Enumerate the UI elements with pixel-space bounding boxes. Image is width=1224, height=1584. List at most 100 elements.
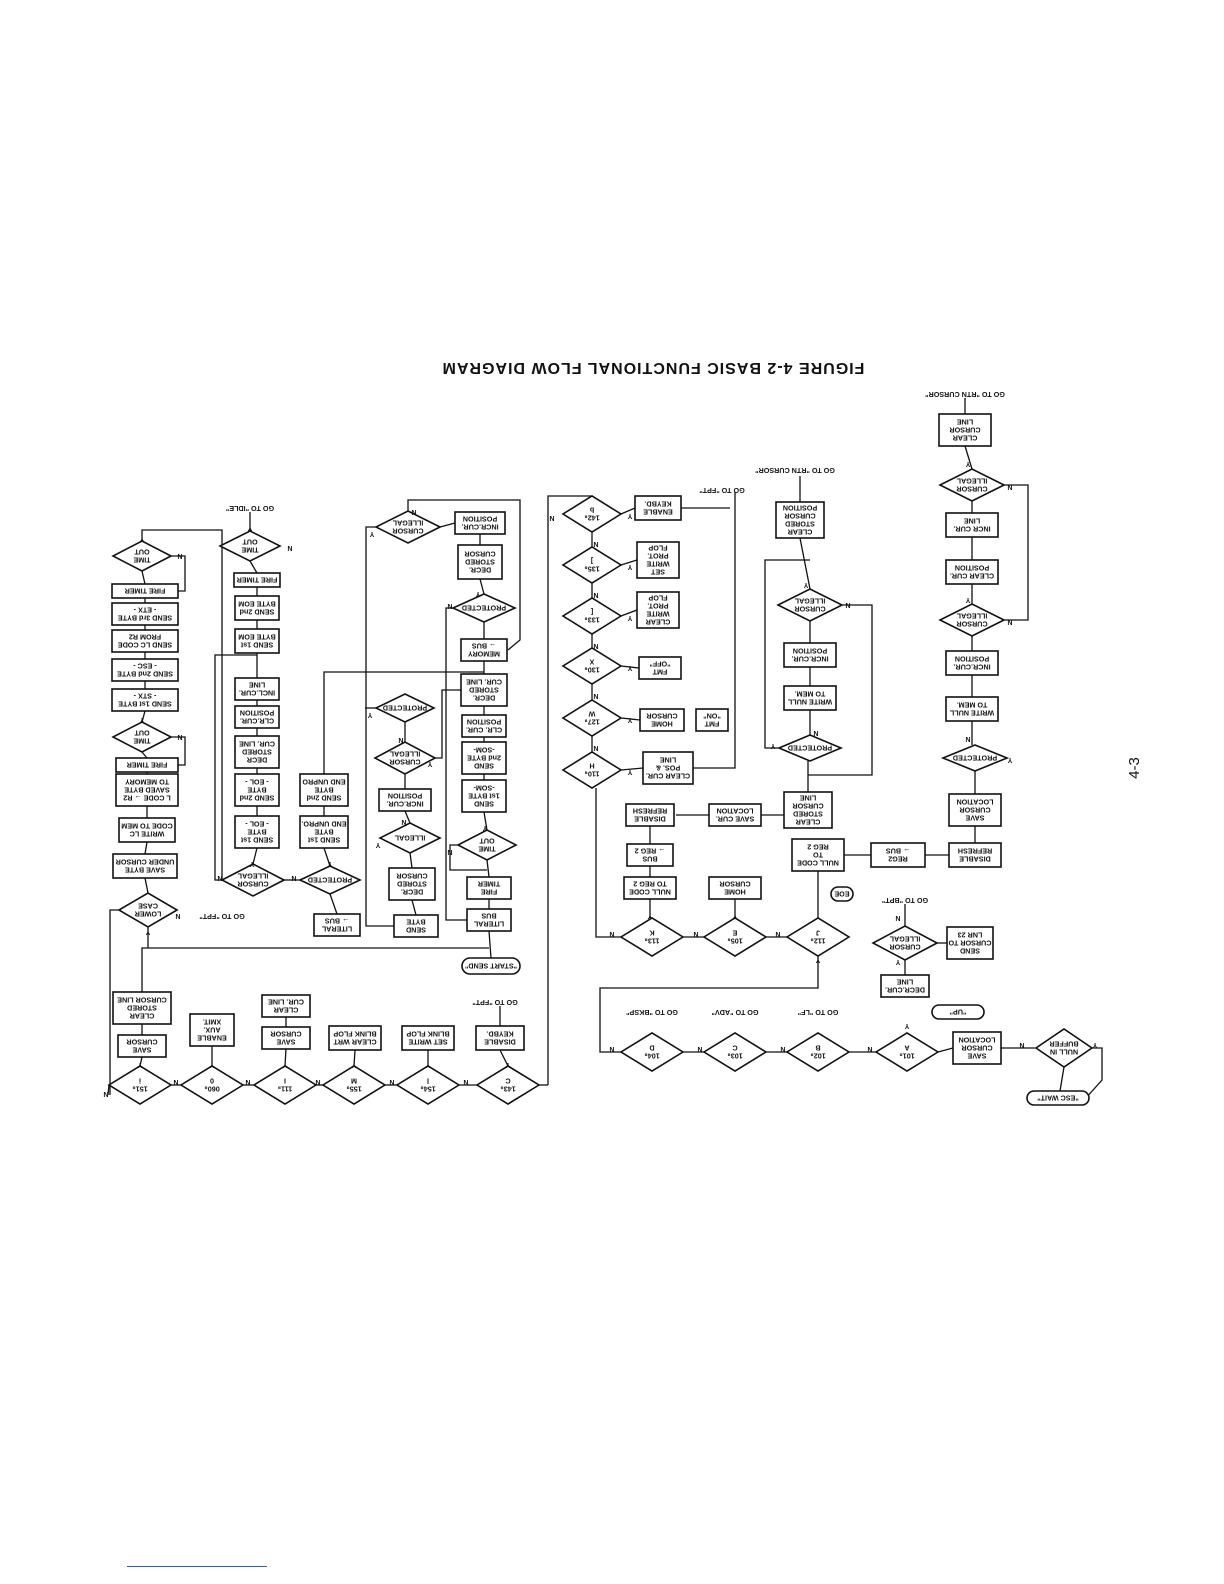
process-box — [783, 791, 833, 829]
node-p-send-1st-byte-stx: SEND 1st BYTE- STX - — [111, 688, 179, 712]
process-box — [638, 656, 682, 680]
node-label-line: CLEAR — [795, 818, 821, 827]
process-box — [623, 876, 677, 900]
yes-label: Y — [367, 711, 372, 718]
process-box — [115, 757, 179, 773]
yes-label: Y — [647, 912, 652, 919]
connector-path — [323, 671, 484, 774]
decision-diamond — [561, 495, 623, 533]
no-label: N — [965, 735, 970, 742]
yes-label: Y — [770, 742, 775, 749]
process-box — [625, 803, 675, 827]
process-box — [708, 876, 762, 900]
yes-label: Y — [627, 512, 632, 519]
yes-label: Y — [904, 1022, 909, 1029]
no-label: N — [447, 848, 452, 855]
decision-diamond — [776, 588, 844, 622]
no-label: N — [845, 601, 850, 608]
connector-path — [483, 811, 488, 831]
yes-label: Y — [627, 614, 632, 621]
no-label: N — [217, 874, 222, 881]
edge-label: N — [389, 1078, 394, 1085]
connector-lines — [107, 398, 1103, 1099]
terminal-oval — [461, 957, 521, 975]
decision-diamond — [374, 510, 442, 544]
node-goto-bpt: GO TO "BPT" — [882, 896, 928, 905]
edge-label: Y — [895, 958, 900, 965]
terminal-label: "UP" — [950, 1008, 967, 1017]
decision-diamond — [395, 1065, 461, 1105]
process-box — [466, 908, 512, 932]
node-label-line: POSITION — [793, 647, 827, 656]
node-label-line: BUS — [481, 912, 496, 921]
yes-label: Y — [627, 768, 632, 775]
node-label-line: 102₈ — [810, 1052, 825, 1061]
node-label-line: STORED — [785, 520, 815, 529]
connector-path — [144, 877, 149, 894]
connector-path — [620, 609, 638, 617]
connector — [620, 507, 636, 515]
yes-label: Y — [425, 1061, 430, 1068]
yes-label: Y — [327, 860, 332, 867]
node-label-line: ILLEGAL — [394, 834, 425, 843]
node-label-line: CURSOR — [464, 550, 496, 559]
node-label-line: PROTECTED — [462, 604, 506, 613]
process-box — [457, 544, 503, 580]
edge-label: N — [1007, 618, 1012, 625]
connector-path — [449, 844, 487, 871]
edge-label: N — [593, 692, 598, 699]
edge-label: Y — [427, 760, 432, 767]
connector — [937, 1047, 954, 1053]
edge-label: N — [447, 602, 452, 609]
connector — [214, 654, 257, 881]
node-label-line: SAVE — [276, 1038, 295, 1047]
node-label-line: TO MEM. — [795, 690, 826, 699]
node-d-illegal-m1: ILLEGAL — [378, 822, 442, 854]
no-label: N — [315, 1078, 320, 1085]
node-label-line: TO REG 2 — [633, 880, 666, 889]
connector — [141, 710, 146, 723]
node-label-line: CLEAR CUR. — [950, 572, 994, 581]
node-label-line: BUS — [642, 855, 657, 864]
connector — [488, 930, 492, 959]
decision-diamond — [561, 647, 623, 685]
yes-label: Y — [965, 460, 970, 467]
edge-label: N — [401, 818, 406, 825]
connector — [620, 609, 638, 617]
connector-path — [411, 899, 417, 916]
node-label-line: STORED — [127, 1004, 157, 1013]
no-label: N — [177, 552, 182, 559]
node-label-line: 104₈ — [644, 1052, 659, 1061]
node-p-incr-cur-position-b: INCR.CUR.POSITION — [783, 642, 837, 668]
node-label-line: LINE — [957, 418, 974, 427]
process-box — [461, 741, 507, 775]
edge-label: N — [217, 874, 222, 881]
node-label-line: CURSOR — [959, 806, 991, 815]
node-label-line: WRITE — [646, 560, 669, 569]
connector-path — [107, 1084, 110, 1096]
process-box — [461, 714, 507, 738]
node-label-line: CLEAR — [273, 1006, 299, 1015]
node-label-line: CURSOR TO — [948, 939, 991, 948]
node-label-line: SEND 2nd — [240, 608, 275, 617]
process-box — [783, 685, 837, 711]
edge-label: N — [175, 912, 180, 919]
node-label-line: INCR.CUR. — [953, 663, 990, 672]
node-label-line: REFRESH — [633, 807, 667, 816]
no-label: N — [775, 930, 780, 937]
edge-label: N — [775, 930, 780, 937]
node-label-line: ENABLE — [197, 1034, 227, 1043]
node-d-protected-send: PROTECTED — [451, 593, 517, 623]
node-label-line: LINE — [660, 756, 677, 765]
